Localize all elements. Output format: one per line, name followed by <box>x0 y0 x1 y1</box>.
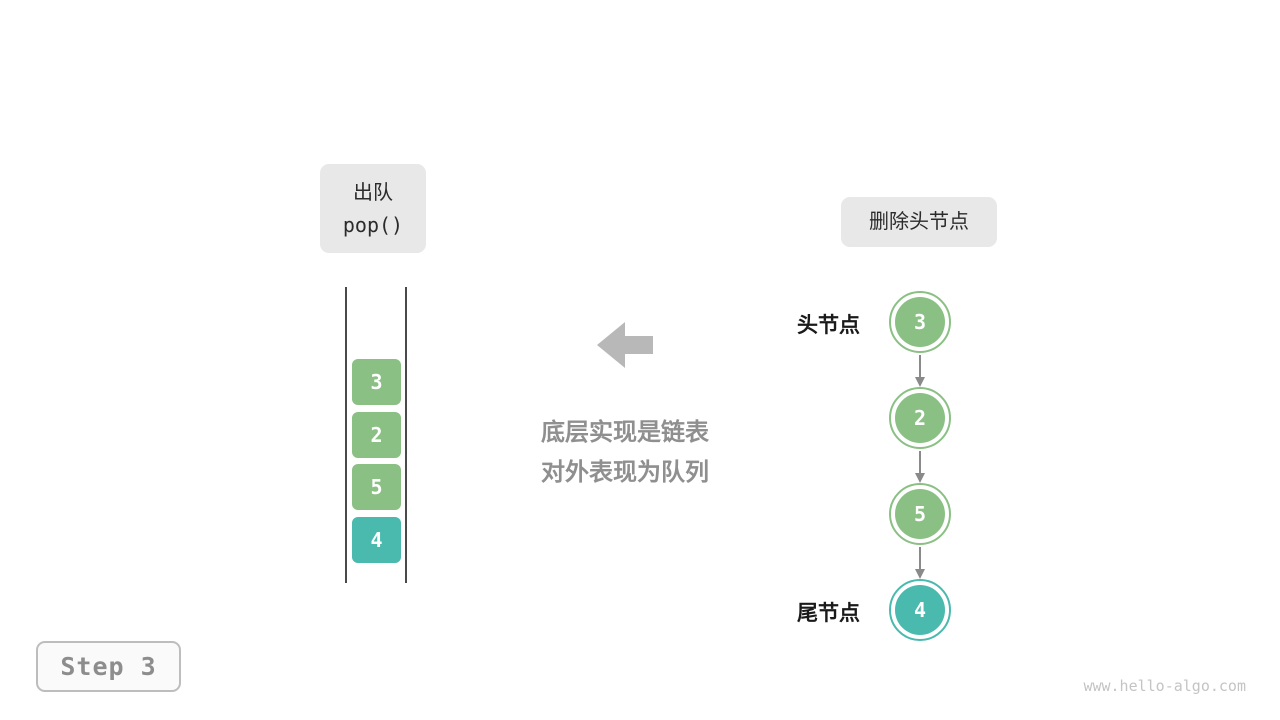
down-arrow-icon <box>915 451 925 483</box>
queue-item: 2 <box>352 412 401 458</box>
queue-item: 5 <box>352 464 401 510</box>
tail-node-label: 尾节点 <box>797 602 860 625</box>
head-node-label: 头节点 <box>797 314 860 337</box>
down-arrow-icon <box>915 547 925 579</box>
list-node: 5 <box>889 483 951 545</box>
queue-container <box>345 287 407 583</box>
annotation-text: 底层实现是链表 对外表现为队列 <box>505 413 745 493</box>
annotation-line1: 底层实现是链表 <box>541 419 709 446</box>
list-node: 3 <box>889 291 951 353</box>
list-node-value: 5 <box>895 489 945 539</box>
down-arrow-icon <box>915 355 925 387</box>
list-node-value: 3 <box>895 297 945 347</box>
list-node: 2 <box>889 387 951 449</box>
queue-item: 4 <box>352 517 401 563</box>
dequeue-label-text: 出队 <box>353 181 393 204</box>
left-arrow-icon <box>597 322 653 368</box>
watermark-text: www.hello-algo.com <box>1083 677 1246 695</box>
list-node-value: 2 <box>895 393 945 443</box>
queue-item: 3 <box>352 359 401 405</box>
delete-head-label: 删除头节点 <box>841 197 997 247</box>
dequeue-operation-label: 出队 pop() <box>320 164 426 253</box>
list-node: 4 <box>889 579 951 641</box>
dequeue-label-code: pop() <box>342 212 404 237</box>
list-node-value: 4 <box>895 585 945 635</box>
step-indicator: Step 3 <box>36 641 181 692</box>
annotation-line2: 对外表现为队列 <box>541 459 709 486</box>
